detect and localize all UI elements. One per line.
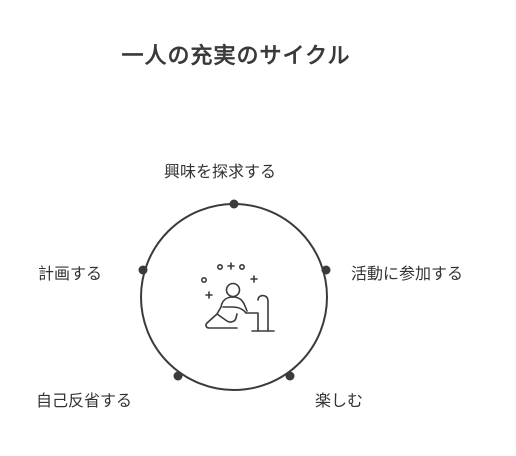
cycle-node-enjoy <box>285 371 295 381</box>
cycle-node-participate <box>321 265 331 275</box>
diagram-title: 一人の充実のサイクル <box>121 44 351 69</box>
cycle-node-explore <box>229 199 239 209</box>
stage-label-reflect: 自己反省する <box>36 391 133 410</box>
cycle-node-plan <box>138 265 148 275</box>
stage-label-enjoy: 楽しむ <box>315 391 364 410</box>
cycle-node-reflect <box>173 371 183 381</box>
stage-label-participate: 活動に参加する <box>351 264 464 283</box>
stage-label-plan: 計画する <box>38 264 103 283</box>
person-with-sparkles-icon <box>201 262 275 332</box>
stage-label-explore: 興味を探求する <box>164 162 277 181</box>
